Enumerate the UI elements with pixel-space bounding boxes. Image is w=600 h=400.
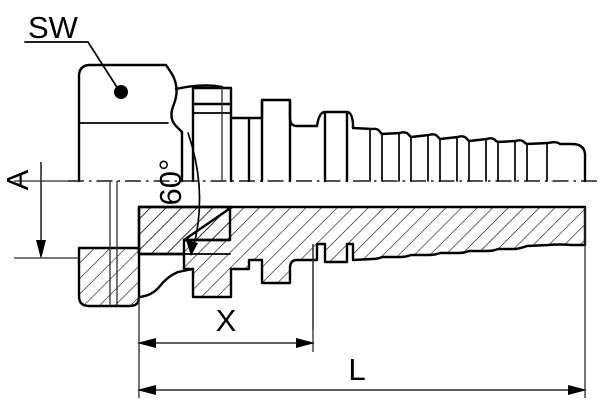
angle-leader-curve bbox=[187, 132, 201, 253]
angle-leader-arrowhead bbox=[186, 240, 198, 256]
upper-half-outline bbox=[77, 63, 587, 183]
shoulder-ring-drop bbox=[260, 98, 292, 183]
dimension-x-group: X bbox=[137, 244, 315, 398]
dimension-x-label: X bbox=[216, 303, 237, 338]
collar-block bbox=[191, 102, 233, 183]
dimension-x-arrowhead-right bbox=[296, 338, 315, 348]
nut-lower-flank bbox=[137, 267, 195, 299]
dimension-l-arrowhead-left bbox=[137, 385, 156, 395]
section-body-hatch bbox=[137, 205, 587, 299]
nut-shoulder-curve bbox=[174, 84, 224, 91]
angle-callout-group: 60° bbox=[153, 132, 201, 256]
angle-label: 60° bbox=[153, 159, 188, 206]
stem-step-1 bbox=[229, 116, 251, 183]
dimension-a-label: A bbox=[0, 169, 35, 190]
cone-seat-face bbox=[182, 205, 234, 242]
sw-callout-group: SW bbox=[24, 10, 128, 99]
barb-serration-ticks bbox=[369, 129, 548, 182]
shoulder-ring bbox=[247, 98, 319, 128]
dimension-x-arrowhead-left bbox=[137, 338, 156, 348]
hose-barb-upper-profile bbox=[351, 126, 587, 183]
sw-leader-dot bbox=[114, 85, 128, 99]
dimension-a-arrowhead bbox=[36, 240, 46, 259]
dimension-l-arrowhead-right bbox=[568, 385, 587, 395]
hex-nut-section-hatch bbox=[77, 246, 141, 308]
dimension-l-label: L bbox=[348, 352, 365, 387]
lower-half-section bbox=[77, 87, 587, 330]
sw-leader-line bbox=[24, 41, 121, 93]
sw-label: SW bbox=[28, 10, 79, 45]
dimension-l-group: L bbox=[137, 207, 587, 398]
collar-top-cap bbox=[191, 86, 233, 106]
hex-nut-upper-profile bbox=[77, 63, 184, 183]
dimension-a-group: A bbox=[0, 162, 79, 259]
